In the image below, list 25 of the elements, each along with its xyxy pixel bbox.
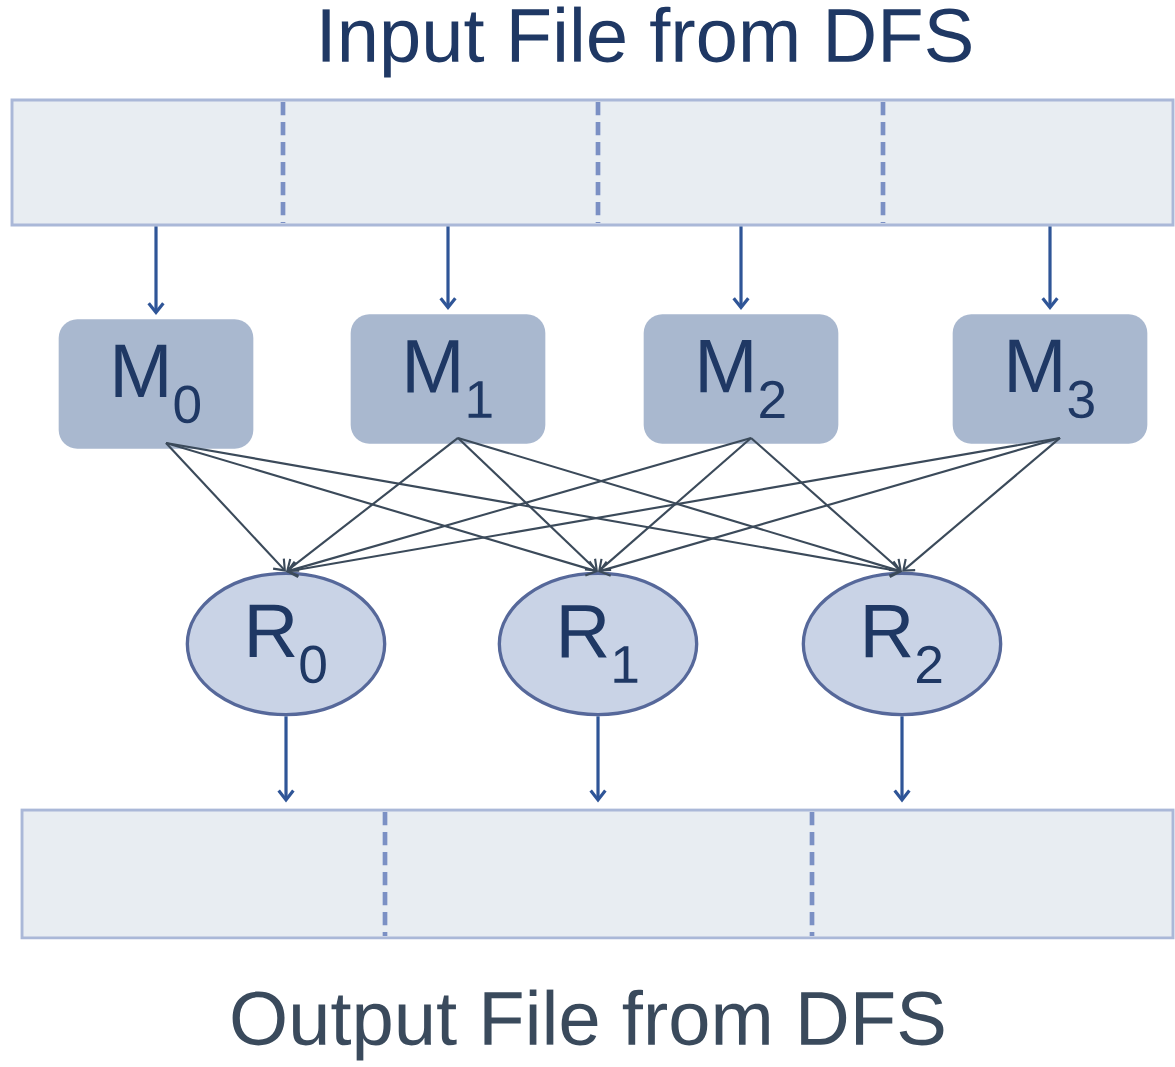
file-title: Input File from DFS bbox=[322, 6, 971, 78]
arrow bbox=[893, 716, 911, 803]
arrow bbox=[457, 436, 902, 577]
arrow bbox=[147, 226, 165, 316]
arrow bbox=[589, 716, 607, 803]
map-box: M$_{3}$ bbox=[952, 314, 1148, 444]
arrow bbox=[732, 226, 750, 311]
file-title: Output File from DFS bbox=[232, 989, 944, 1061]
arrow bbox=[165, 442, 286, 572]
arrow bbox=[457, 437, 598, 572]
arrow bbox=[286, 436, 1061, 578]
map-box: M$_{2}$ bbox=[643, 314, 839, 444]
arrow bbox=[165, 441, 598, 577]
map-box: M$_{0}$ bbox=[58, 319, 254, 449]
arrow bbox=[1041, 226, 1059, 311]
arrow bbox=[598, 437, 752, 572]
arrow bbox=[439, 226, 457, 311]
arrow bbox=[598, 436, 1061, 577]
arrow bbox=[165, 441, 902, 578]
map-box: M$_{1}$ bbox=[350, 314, 546, 444]
arrow bbox=[750, 437, 902, 572]
arrow bbox=[277, 716, 295, 803]
arrow bbox=[286, 437, 459, 572]
arrow bbox=[286, 436, 752, 577]
arrow bbox=[902, 437, 1061, 572]
